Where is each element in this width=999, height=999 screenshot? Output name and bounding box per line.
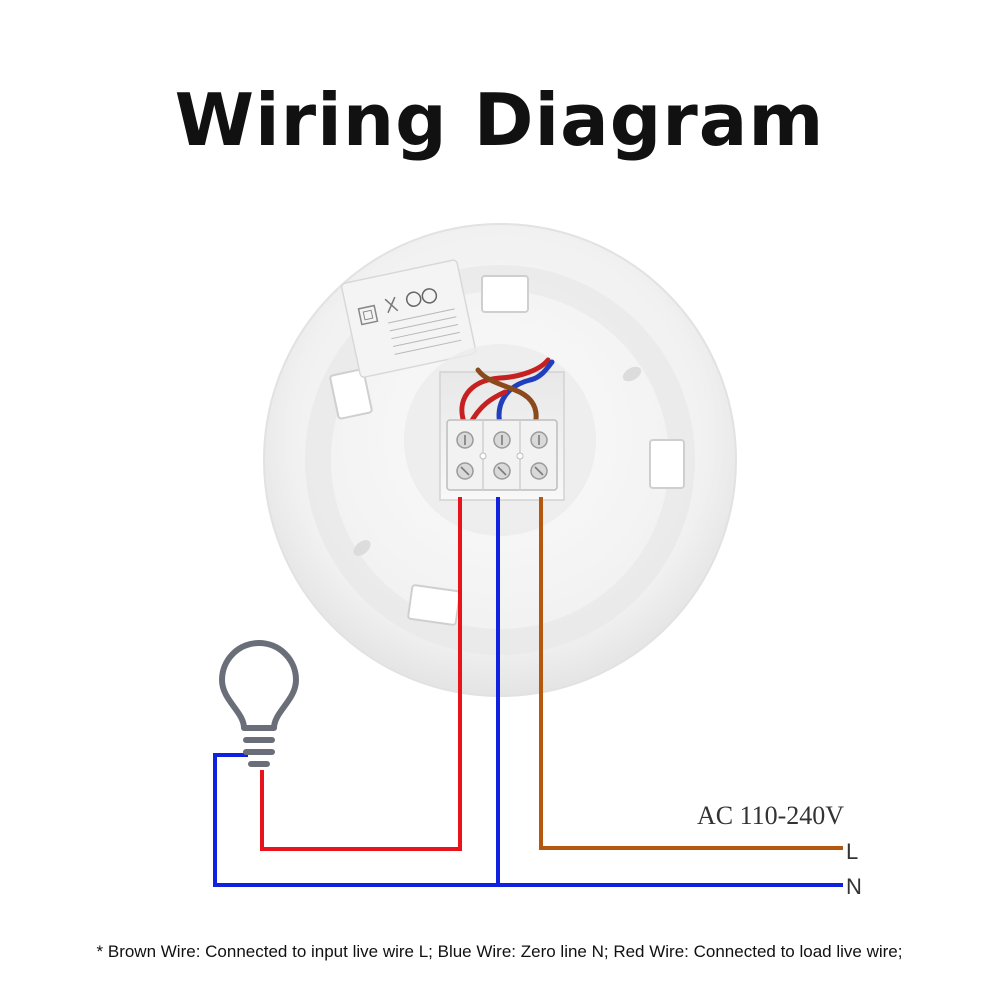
voltage-label: AC 110-240V [697,801,844,830]
terminal-n-label: N [846,874,862,899]
mounting-slot [353,366,642,556]
page-title: Wiring Diagram [174,78,825,162]
blue-wire-neutral [213,753,843,887]
brown-wire [539,497,843,850]
product-label [340,259,477,378]
sensor-base [263,223,737,697]
mounting-clip [329,275,685,626]
wiring-footnote: * Brown Wire: Connected to input live wi… [96,942,903,961]
terminal-l-label: L [846,839,858,864]
red-wire [260,497,462,851]
light-bulb-icon [219,640,299,767]
external-wires [213,497,843,887]
internal-wires [459,357,555,428]
terminal-block [446,419,558,491]
